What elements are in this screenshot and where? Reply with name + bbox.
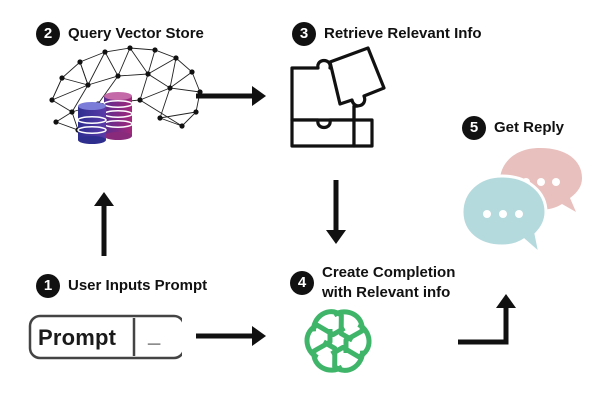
step-4-text-line1: Create Completion xyxy=(322,264,456,281)
step-4-text-line2: with Relevant info xyxy=(322,284,451,301)
prompt-box-text: Prompt xyxy=(38,325,117,350)
arrow-elbow-up-icon xyxy=(458,294,516,345)
prompt-box-cursor: _ xyxy=(148,322,161,347)
step-2-text: Query Vector Store xyxy=(68,25,204,42)
step-5-label: 5 Get Reply xyxy=(462,116,564,140)
arrow-down-icon xyxy=(326,180,346,244)
step-2-label: 2 Query Vector Store xyxy=(36,22,204,46)
puzzle-icon xyxy=(290,46,386,148)
step-2-badge: 2 xyxy=(36,22,60,46)
step-5-badge: 5 xyxy=(462,116,486,140)
network-nodes xyxy=(49,45,203,133)
arrow-right-top-icon xyxy=(196,86,266,106)
chat-bubbles-icon xyxy=(460,148,582,259)
step-1-label: 1 User Inputs Prompt xyxy=(36,274,207,298)
openai-logo-icon xyxy=(304,309,372,373)
step-3-badge: 3 xyxy=(292,22,316,46)
step-4-badge: 4 xyxy=(290,271,314,295)
step-5-text: Get Reply xyxy=(494,119,565,136)
step-3-text: Retrieve Relevant Info xyxy=(324,25,482,42)
arrow-right-bottom-icon xyxy=(196,326,266,346)
database-stacks-icon xyxy=(77,92,133,144)
step-4-text: Create Completion with Relevant info xyxy=(322,263,455,303)
prompt-box-icon xyxy=(28,314,186,360)
step-1-text: User Inputs Prompt xyxy=(68,277,208,294)
arrow-up-icon xyxy=(94,192,114,256)
step-1-badge: 1 xyxy=(36,274,60,298)
step-3-label: 3 Retrieve Relevant Info xyxy=(292,22,482,46)
database-stack-back xyxy=(103,92,133,140)
step-4-label: 4 Create Completion with Relevant info xyxy=(290,263,455,303)
database-stack-front xyxy=(77,102,107,144)
